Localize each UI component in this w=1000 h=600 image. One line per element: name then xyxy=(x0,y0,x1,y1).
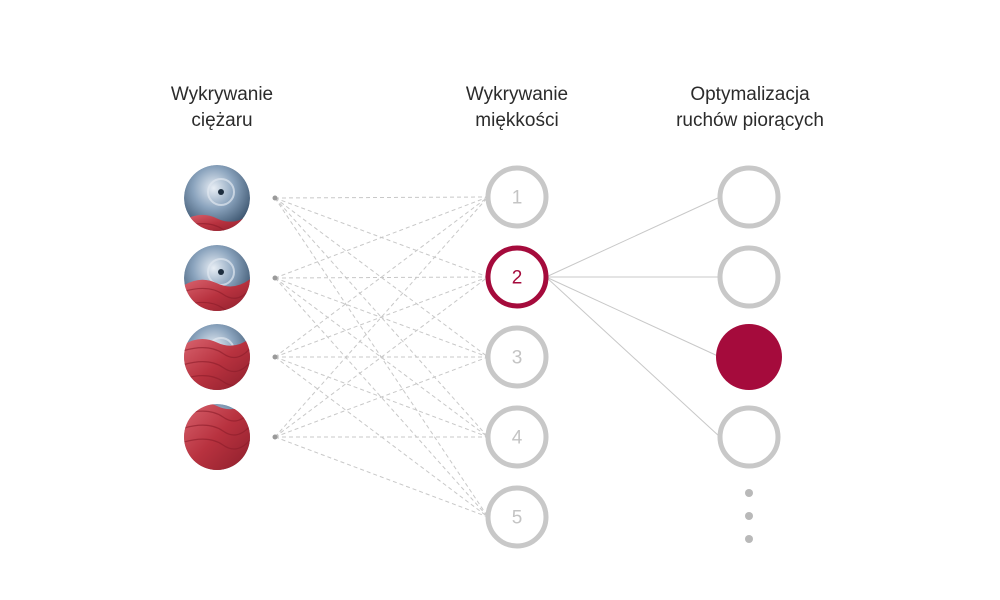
softness-node-1: 1 xyxy=(485,165,549,229)
heading-weight-line-1: Wykrywanie xyxy=(170,84,274,105)
connector-origin-dot xyxy=(272,195,278,201)
softness-node-label: 3 xyxy=(512,348,523,369)
load-level-3-icon xyxy=(184,324,250,390)
connector-weight-4-softness-3 xyxy=(274,356,489,438)
load-level-4-icon xyxy=(184,404,250,470)
softness-node-3: 3 xyxy=(485,325,549,389)
motion-option-1 xyxy=(717,165,781,229)
softness-node-ring xyxy=(485,245,549,309)
heading-softness-line-1: Wykrywanie xyxy=(465,84,569,105)
softness-node-5: 5 xyxy=(485,485,549,549)
heading-weight-line-2: ciężaru xyxy=(191,110,253,131)
motion-option-selected xyxy=(716,324,782,390)
connector-weight-2-softness-1 xyxy=(274,196,489,279)
connector-weight-3-softness-2 xyxy=(274,276,489,358)
ellipsis-dot xyxy=(745,535,753,543)
heading-softness-line-2: miękkości xyxy=(475,110,559,131)
motion-option-4 xyxy=(717,405,781,469)
softness-node-label: 5 xyxy=(512,508,523,529)
connector-weight-1-softness-1 xyxy=(274,196,489,199)
more-options-ellipsis xyxy=(745,489,753,543)
softness-node-label: 2 xyxy=(512,268,523,289)
softness-node-ring xyxy=(485,165,549,229)
connector-softness-2-motion-4 xyxy=(545,276,721,438)
connector-origin-dot xyxy=(272,434,278,440)
connector-origin-dot xyxy=(272,354,278,360)
connector-weight-2-softness-4 xyxy=(274,277,489,438)
connector-weight-2-softness-5 xyxy=(274,277,489,518)
softness-node-2: 2 xyxy=(485,245,549,309)
connector-weight-3-softness-1 xyxy=(274,196,489,358)
connector-weight-4-softness-5 xyxy=(274,436,489,518)
connector-weight-4-softness-1 xyxy=(274,196,489,438)
ellipsis-dot xyxy=(745,512,753,520)
softness-node-4: 4 xyxy=(485,405,549,469)
load-level-1-icon xyxy=(184,165,250,231)
connector-weight-2-softness-2 xyxy=(274,276,489,279)
heading-motion-line-2: ruchów piorących xyxy=(676,110,824,131)
softness-node-ring xyxy=(485,485,549,549)
softness-node-ring xyxy=(485,405,549,469)
heading-softness-detection: Wykrywanie miękkości xyxy=(407,82,627,134)
heading-weight-detection: Wykrywanie ciężaru xyxy=(112,82,332,134)
connector-weight-4-softness-2 xyxy=(274,276,489,438)
load-level-2-icon xyxy=(184,245,250,311)
ellipsis-dot xyxy=(745,489,753,497)
connector-softness-2-motion-1 xyxy=(545,196,721,278)
connector-origin-dot xyxy=(272,275,278,281)
softness-node-ring xyxy=(485,325,549,389)
motion-option-2 xyxy=(717,245,781,309)
softness-node-label: 1 xyxy=(512,188,523,209)
connector-softness-2-motion-3 xyxy=(545,276,721,358)
softness-node-label: 4 xyxy=(512,428,523,449)
heading-motion-optimization: Optymalizacja ruchów piorących xyxy=(640,82,860,134)
connector-weight-1-softness-3 xyxy=(274,197,489,358)
heading-motion-line-1: Optymalizacja xyxy=(690,84,810,105)
connector-weight-1-softness-4 xyxy=(274,197,489,438)
